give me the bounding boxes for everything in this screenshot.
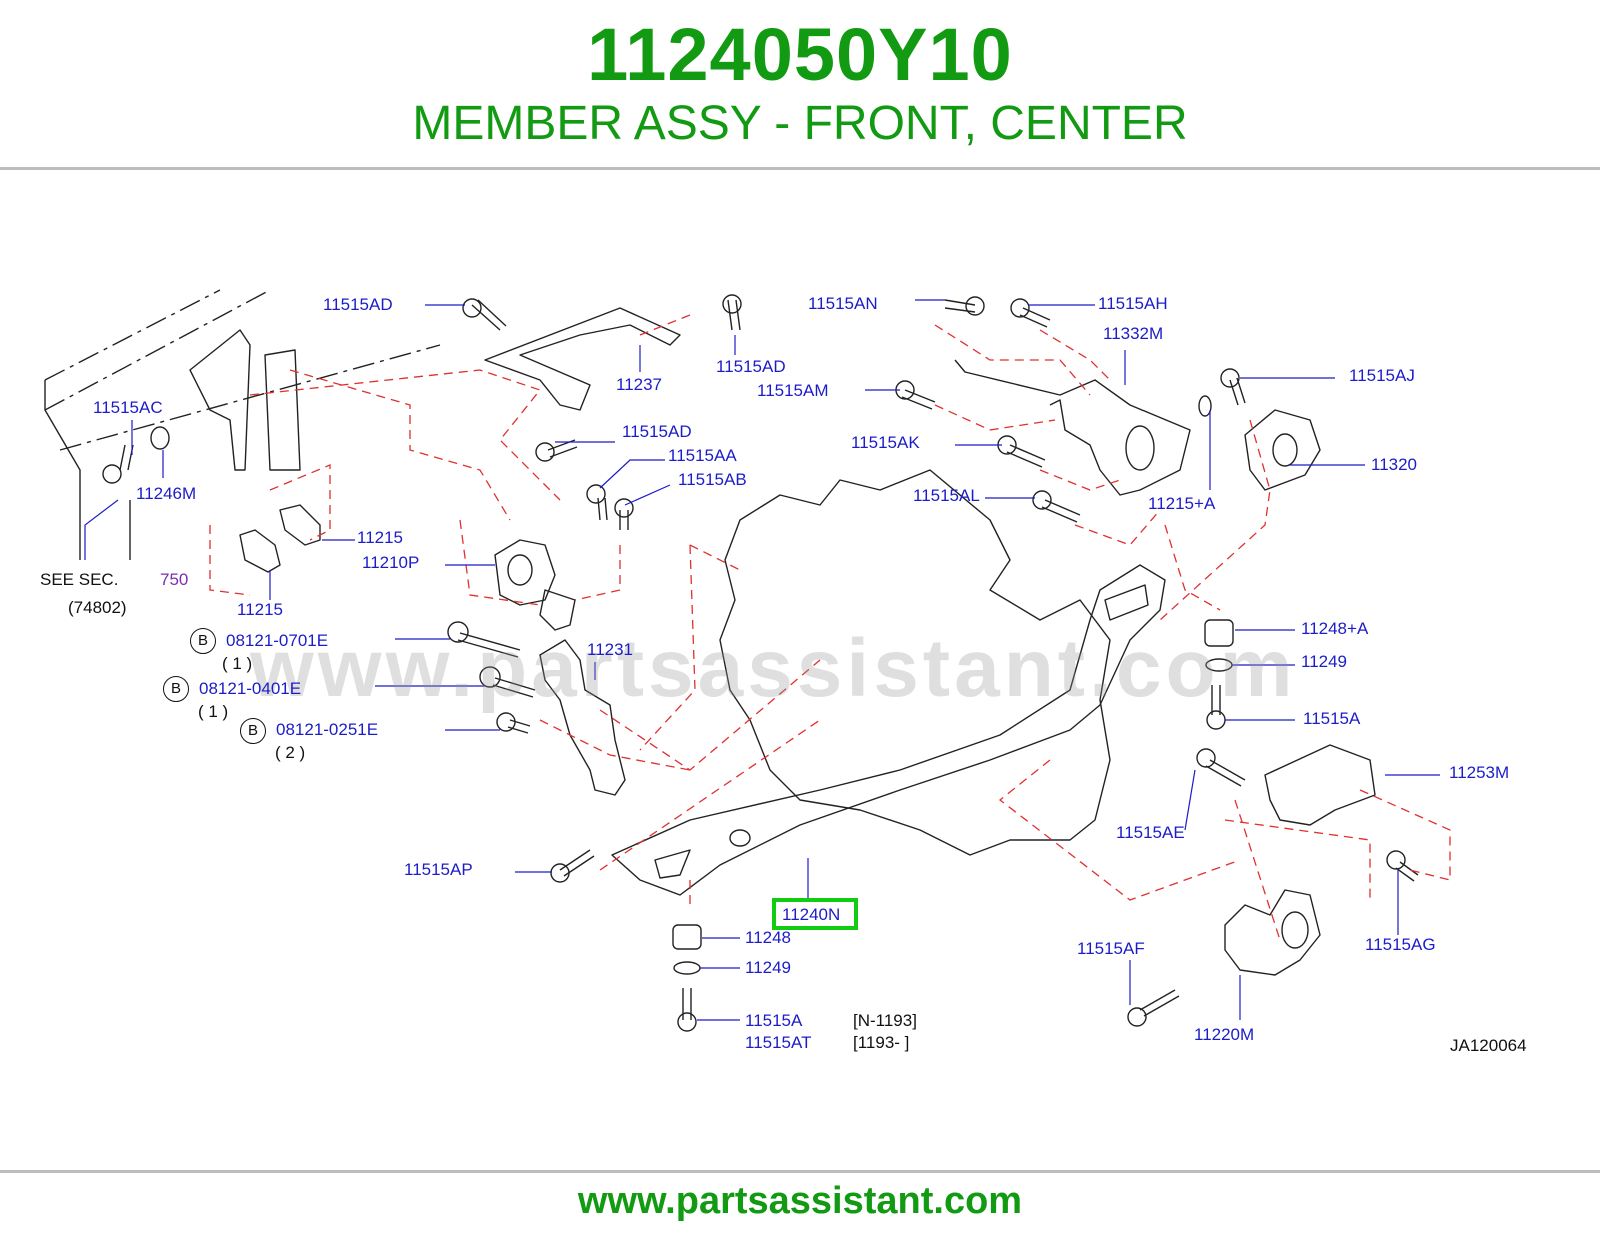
label-08121-0401e[interactable]: 08121-0401E — [199, 679, 302, 698]
bushing-11248a — [1204, 619, 1234, 647]
bracket-11332m — [954, 359, 1191, 496]
see-section-ref: (74802) — [68, 598, 127, 617]
label-11248[interactable]: 11248 — [745, 928, 792, 947]
part-number-title: 1124050Y10 — [587, 13, 1013, 96]
label-11515ag[interactable]: 11515AG — [1365, 935, 1436, 954]
label-11515aa[interactable]: 11515AA — [668, 446, 737, 465]
bracket-11253m — [1264, 744, 1376, 826]
part-name-subtitle: MEMBER ASSY - FRONT, CENTER — [412, 97, 1188, 150]
bolt-b-circle: B — [240, 718, 266, 744]
label-11215a[interactable]: 11215+A — [1148, 494, 1216, 513]
bracket-11231 — [539, 639, 626, 796]
diagram-drawing — [44, 289, 1451, 1032]
qty-label: ( 2 ) — [275, 743, 306, 762]
footer-url[interactable]: www.partsassistant.com — [577, 1180, 1023, 1222]
footer-divider — [0, 1170, 1600, 1173]
label-11515at[interactable]: 11515AT — [745, 1033, 812, 1052]
watermark-text: www.partsassistant.com — [250, 623, 1297, 714]
label-11515ab[interactable]: 11515AB — [678, 470, 747, 489]
label-11215[interactable]: 11215 — [237, 600, 284, 619]
highlighted-part-box[interactable]: 11240N — [772, 898, 858, 930]
label-11210p[interactable]: 11210P — [362, 553, 420, 572]
bolt-b-circle: B — [163, 676, 189, 702]
label-11220m[interactable]: 11220M — [1194, 1025, 1255, 1044]
see-section-text: SEE SEC. — [40, 570, 119, 589]
label-11515ad[interactable]: 11515AD — [323, 295, 393, 314]
label-11515an[interactable]: 11515AN — [808, 294, 878, 313]
qty-label: ( 1 ) — [198, 702, 229, 721]
washer-11246m — [150, 426, 170, 450]
page-header: 1124050Y10 MEMBER ASSY - FRONT, CENTER — [0, 0, 1600, 170]
qty-label: ( 1 ) — [222, 654, 253, 673]
serial-range: [N-1193] — [853, 1011, 917, 1030]
pad-11215-b — [279, 504, 321, 546]
pad-11215-a — [239, 529, 281, 573]
bushing-11248 — [672, 924, 702, 950]
label-11515ad[interactable]: 11515AD — [622, 422, 692, 441]
label-11240n[interactable]: 11240N — [782, 905, 841, 924]
mount-11320 — [1244, 409, 1321, 491]
leader-lines — [84, 299, 1440, 1021]
label-11515ad[interactable]: 11515AD — [716, 357, 786, 376]
label-11515am[interactable]: 11515AM — [757, 381, 829, 400]
assembly-lines — [209, 314, 1451, 941]
serial-range: [1193- ] — [853, 1033, 910, 1052]
label-11249[interactable]: 11249 — [1301, 652, 1348, 671]
label-08121-0251e[interactable]: 08121-0251E — [276, 720, 379, 739]
label-11515af[interactable]: 11515AF — [1077, 939, 1145, 958]
label-11515ap[interactable]: 11515AP — [404, 860, 473, 879]
see-section-number[interactable]: 750 — [160, 570, 189, 589]
body-bracket — [189, 329, 251, 471]
engine-outline — [719, 469, 1111, 856]
header-divider — [0, 167, 1600, 170]
body-outline-line — [44, 289, 221, 381]
bracket-11237 — [484, 307, 681, 411]
label-11249[interactable]: 11249 — [745, 958, 792, 977]
label-11215[interactable]: 11215 — [357, 528, 404, 547]
label-11515al[interactable]: 11515AL — [913, 486, 980, 505]
label-11515a[interactable]: 11515A — [1303, 709, 1361, 728]
front-member-11240n — [611, 564, 1166, 896]
label-11246m[interactable]: 11246M — [136, 484, 197, 503]
bolt-b-circle: B — [190, 628, 216, 654]
label-11515ac[interactable]: 11515AC — [93, 398, 163, 417]
label-11515aj[interactable]: 11515AJ — [1349, 366, 1415, 385]
parts-diagram: www.partsassistant.com — [0, 262, 1600, 1080]
label-11332m[interactable]: 11332M — [1103, 324, 1164, 343]
bolts-group — [102, 294, 1419, 1032]
label-11320[interactable]: 11320 — [1371, 455, 1418, 474]
label-11248a[interactable]: 11248+A — [1301, 619, 1369, 638]
label-11231[interactable]: 11231 — [587, 640, 634, 659]
label-11515ah[interactable]: 11515AH — [1098, 294, 1168, 313]
mount-11210p — [494, 539, 556, 606]
label-08121-0701e[interactable]: 08121-0701E — [226, 631, 329, 650]
label-11253m[interactable]: 11253M — [1449, 763, 1510, 782]
diagram-id: JA120064 — [1450, 1036, 1527, 1055]
label-11515a[interactable]: 11515A — [745, 1011, 803, 1030]
label-11237[interactable]: 11237 — [616, 375, 663, 394]
label-11515ae[interactable]: 11515AE — [1116, 823, 1185, 842]
mount-11220m — [1224, 889, 1321, 976]
label-11515ak[interactable]: 11515AK — [851, 433, 920, 452]
